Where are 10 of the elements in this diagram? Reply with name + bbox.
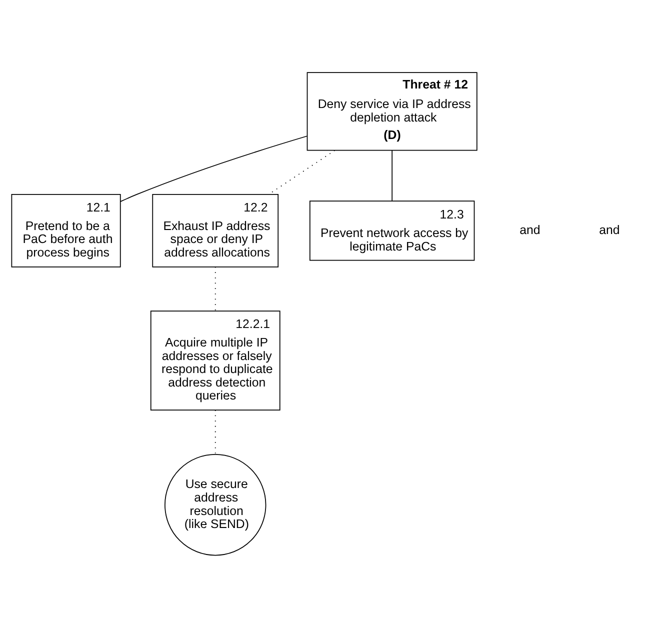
- node-box: 12.1 Pretend to be a PaC before auth process begins: [11, 194, 121, 268]
- node-circle: Use secure address resolution (like SEND): [164, 454, 266, 556]
- node-box: Threat # 12 Deny service via IP address depletion attack (D): [306, 72, 478, 151]
- connector: [120, 136, 308, 202]
- node-box: 12.2.1 Acquire multiple IP addresses or falsely respond to duplicate address detection queries: [150, 310, 280, 411]
- label: and: [520, 222, 540, 237]
- connector: [392, 150, 393, 202]
- label: and: [599, 222, 620, 237]
- node-box: 12.2 Exhaust IP address space or deny IP address allocations: [152, 194, 279, 268]
- node-box: 12.3 Prevent network access by legitimate PaCs: [309, 200, 475, 261]
